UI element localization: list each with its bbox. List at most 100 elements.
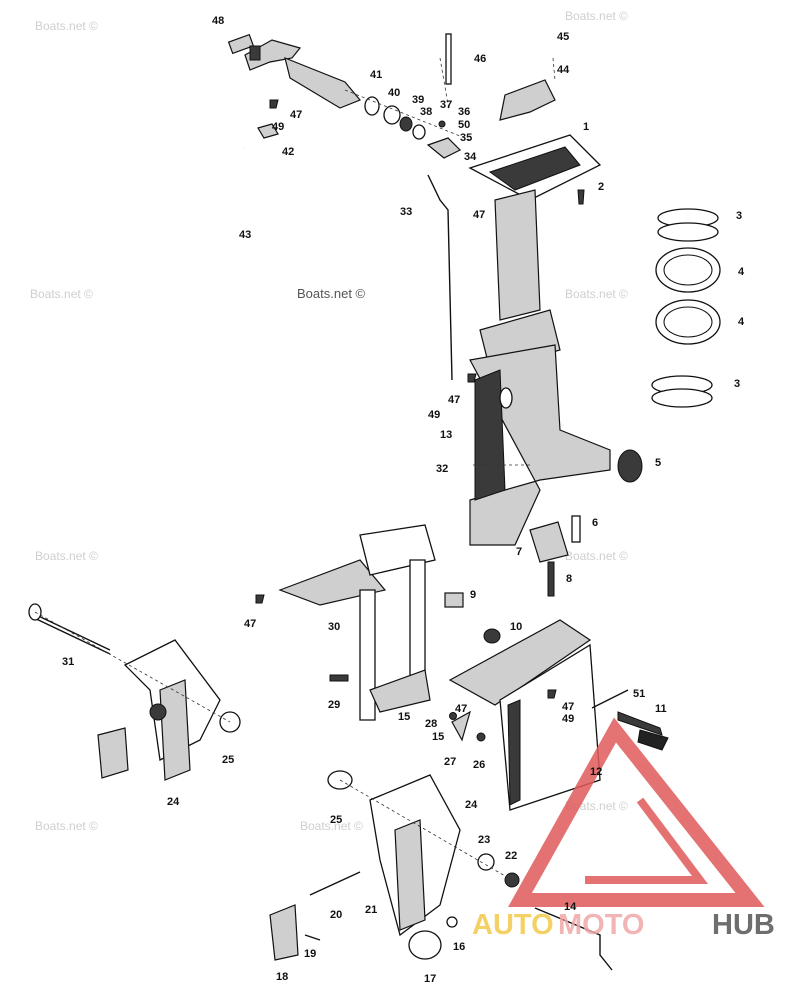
pin-part-51: [591, 689, 629, 709]
watermark-text: Boats.net ©: [35, 549, 98, 563]
label-15a: 15: [398, 711, 410, 723]
label-33: 33: [400, 206, 412, 218]
label-49b: 49: [428, 409, 440, 421]
watermark-text: Boats.net ©: [297, 286, 366, 301]
washer-part-37: [412, 124, 426, 140]
plug-part-5: [617, 449, 643, 483]
screw-part-47b: [467, 373, 477, 383]
label-49c: 49: [562, 713, 574, 725]
tilt-pin-head: [637, 729, 669, 751]
label-32: 32: [436, 463, 448, 475]
label-25a: 25: [222, 754, 234, 766]
bearing-part-4-bottom-inner: [663, 306, 713, 338]
clamp-bracket-right: [448, 619, 669, 811]
screw-part-28: [449, 712, 457, 720]
tilt-lever-part-14: [534, 907, 613, 971]
anode-part-7: [529, 521, 569, 563]
label-47b: 47: [473, 209, 485, 221]
throttle-cable-part-43: [212, 147, 244, 525]
swivel-bracket: [255, 524, 486, 742]
label-19: 19: [304, 948, 316, 960]
clamp-pad-part-17: [408, 930, 442, 960]
lever-part-27: [451, 710, 471, 742]
bracket-body-part-12: [499, 643, 601, 811]
bearing-part-4-top-inner: [663, 254, 713, 286]
small-parts-center: [444, 515, 581, 644]
label-4b: 4: [738, 316, 745, 328]
nut-part-26: [476, 732, 486, 742]
label-49a: 49: [272, 121, 284, 133]
clamp-frame-inner-bottom: [394, 819, 426, 931]
label-15b: 15: [432, 731, 444, 743]
shift-rod-part-33: [427, 174, 453, 381]
bracket-top: [448, 619, 592, 706]
label-29: 29: [328, 699, 340, 711]
label-34: 34: [464, 151, 477, 163]
label-46: 46: [474, 53, 486, 65]
label-16: 16: [453, 941, 465, 953]
label-4a: 4: [738, 266, 745, 278]
part-labels: 48 46 45 44 41 40 39 38 37 36 50 35 34 4…: [62, 15, 745, 985]
clamp-screw-part-20: [309, 871, 361, 896]
label-6: 6: [592, 517, 598, 529]
label-41: 41: [370, 69, 382, 81]
label-9: 9: [470, 589, 476, 601]
swivel-left-post: [359, 589, 376, 721]
watermark-text: Boats.net ©: [565, 9, 628, 23]
mount-ring-part-3-bottom-lower: [651, 388, 713, 408]
pin-part-46: [445, 33, 452, 85]
label-47f: 47: [455, 703, 467, 715]
dash-line: [552, 57, 556, 81]
screw-part-36: [438, 120, 446, 128]
label-30: 30: [328, 621, 340, 633]
label-48: 48: [212, 15, 224, 27]
label-50: 50: [458, 119, 470, 131]
label-7: 7: [516, 546, 522, 558]
watermark-text: Boats.net ©: [565, 549, 628, 563]
clamp-assembly-bottom: [269, 770, 613, 971]
label-27: 27: [444, 756, 456, 768]
label-47e: 47: [562, 701, 574, 713]
bushing-part-40: [364, 96, 380, 116]
clamp-screw-part-31: [29, 611, 111, 655]
logo-inner-mark: [585, 797, 708, 884]
label-51: 51: [633, 688, 645, 700]
label-11: 11: [655, 703, 667, 715]
label-31: 31: [62, 656, 74, 668]
label-23: 23: [478, 834, 490, 846]
label-17: 17: [424, 973, 436, 985]
plate-opening: [488, 146, 581, 191]
label-43: 43: [239, 229, 251, 241]
tiller-arm-part-41: [284, 57, 361, 109]
mount-ring-part-3-top-lower: [657, 222, 719, 242]
label-10: 10: [510, 621, 522, 633]
clamp-frame-inner: [159, 679, 191, 781]
clamp-handle-left: [97, 727, 129, 779]
label-47c: 47: [448, 394, 460, 406]
bolt-part-29: [329, 674, 349, 682]
clamp-handle-part-18: [269, 904, 299, 961]
label-1: 1: [583, 121, 589, 133]
label-37: 37: [440, 99, 452, 111]
label-26: 26: [473, 759, 485, 771]
label-36: 36: [458, 106, 470, 118]
throttle-cable-inner: [211, 146, 245, 525]
rings-column: [617, 208, 721, 483]
label-45: 45: [557, 31, 569, 43]
label-24a: 24: [167, 796, 180, 808]
label-8: 8: [566, 573, 572, 585]
watermark-text: Boats.net ©: [35, 819, 98, 833]
tiller-end-cap: [249, 45, 261, 61]
screw-part-2: [577, 189, 585, 205]
swivel-arm: [278, 559, 387, 606]
watermark-text: Boats.net ©: [300, 819, 363, 833]
label-12: 12: [590, 766, 602, 778]
pad-part-9: [444, 592, 464, 608]
label-28: 28: [425, 718, 437, 730]
label-21: 21: [365, 904, 377, 916]
housing-shadow: [474, 369, 506, 501]
shift-rod-group: [426, 33, 477, 383]
watermarks: Boats.net © Boats.net © Boats.net © Boat…: [30, 9, 628, 833]
label-25b: 25: [330, 814, 342, 826]
screw-part-47c: [255, 594, 265, 604]
